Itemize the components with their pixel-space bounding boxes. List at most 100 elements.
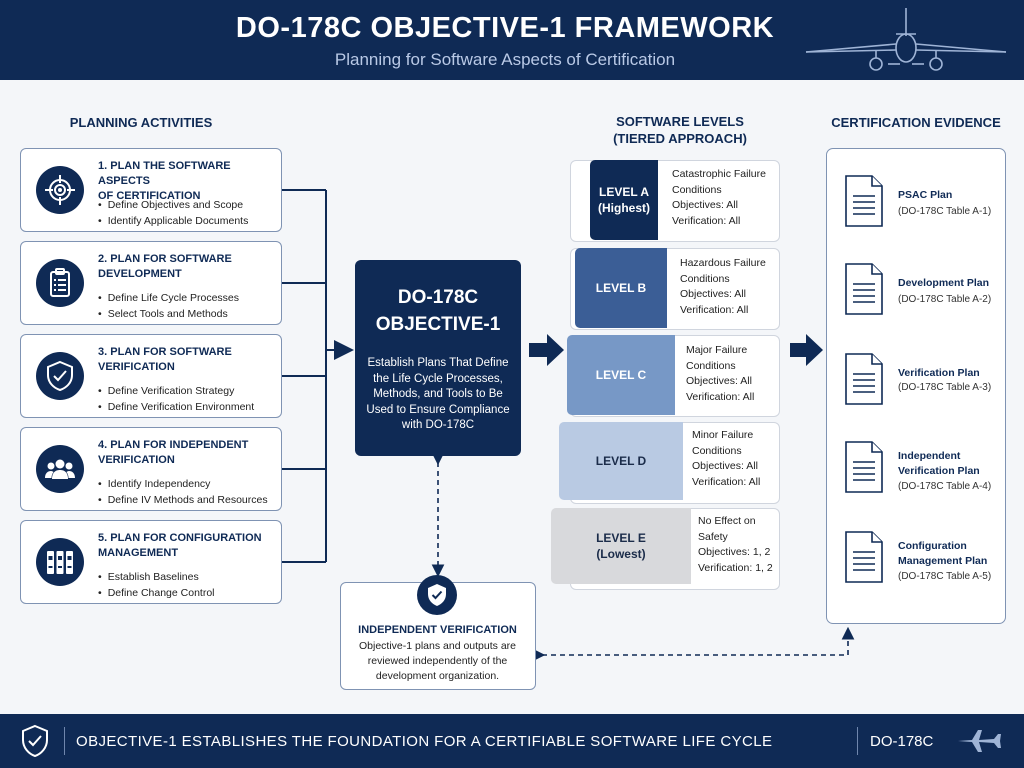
planning-section-title: PLANNING ACTIVITIES: [69, 115, 213, 130]
target-icon: [45, 175, 75, 205]
activity-title-line2: VERIFICATION: [98, 454, 175, 466]
activity-title-line1: 4. PLAN FOR INDEPENDENT: [98, 439, 249, 451]
objective-title-line2: OBJECTIVE-1: [375, 314, 501, 335]
objective-description: Establish Plans That Define the Life Cyc…: [366, 357, 510, 431]
level-condition: Conditions: [692, 444, 742, 457]
evidence-ref: (DO-178C Table A-1): [898, 206, 992, 217]
level-name: LEVEL C: [595, 368, 647, 382]
level-condition: Safety: [698, 530, 728, 543]
level-objectives: Objectives: 1, 2: [698, 546, 771, 558]
levels-title-line2: (TIERED APPROACH): [613, 131, 747, 146]
activity-title-line2: DEVELOPMENT: [98, 268, 182, 280]
activity-title-line1: 2. PLAN FOR SOFTWARE: [98, 253, 232, 265]
footer-text: OBJECTIVE-1 ESTABLISHES THE FOUNDATION F…: [76, 733, 773, 750]
evidence-name-line1: Configuration: [898, 540, 967, 552]
people-icon: [45, 459, 75, 479]
activity-card-1: 1. PLAN THE SOFTWARE ASPECTS OF CERTIFIC…: [20, 148, 282, 232]
evidence-section-title: CERTIFICATION EVIDENCE: [831, 115, 1001, 130]
level-a-tab: LEVEL A (Highest): [590, 160, 658, 240]
level-condition: Conditions: [672, 183, 722, 196]
independent-verification-icon-circle: [417, 575, 457, 615]
activity-bullet: Define Verification Strategy: [98, 383, 254, 399]
level-verification: Verification: All: [680, 303, 749, 316]
level-objectives: Objectives: All: [686, 375, 752, 387]
level-name: LEVEL D: [595, 454, 647, 468]
document-icon: [845, 353, 883, 405]
level-name: LEVEL B: [595, 281, 647, 295]
activity-bullet: Define IV Methods and Resources: [98, 492, 268, 508]
evidence-name-line1: Independent: [898, 450, 961, 462]
level-b-tab: LEVEL B: [575, 248, 667, 328]
level-condition: Conditions: [686, 359, 736, 372]
evidence-item-development: Development Plan (DO-178C Table A-2): [844, 262, 1004, 322]
evidence-name-line1: Development Plan: [898, 277, 990, 289]
document-icon: [845, 441, 883, 493]
airplane-front-icon: [805, 8, 1007, 71]
level-condition: Conditions: [680, 272, 730, 285]
page-title: DO-178C OBJECTIVE-1 FRAMEWORK: [235, 12, 775, 44]
evidence-name-line1: PSAC Plan: [898, 189, 953, 201]
binders-icon: [47, 551, 73, 574]
evidence-ref: (DO-178C Table A-2): [898, 294, 992, 305]
independent-verification-title: INDEPENDENT VERIFICATION: [358, 624, 517, 636]
objective-1-box: DO-178C OBJECTIVE-1 Establish Plans That…: [355, 260, 521, 456]
evidence-item-psac: PSAC Plan (DO-178C Table A-1): [844, 174, 1004, 234]
footer-badge: DO-178C: [870, 733, 934, 750]
level-a-details: Catastrophic Failure Conditions Objectiv…: [672, 167, 766, 229]
footer-divider: [64, 727, 65, 755]
objective-title: DO-178C OBJECTIVE-1: [355, 284, 521, 338]
shield-check-icon: [428, 584, 446, 606]
activity-card-5: 5. PLAN FOR CONFIGURATION MANAGEMENT Est…: [20, 520, 282, 604]
activity-title: 4. PLAN FOR INDEPENDENT VERIFICATION: [98, 438, 276, 468]
level-d-tab: LEVEL D: [559, 422, 683, 500]
activity-bullet: Define Objectives and Scope: [98, 197, 248, 213]
activity-title-line1: 1. PLAN THE SOFTWARE ASPECTS: [98, 160, 231, 187]
level-objectives: Objectives: All: [680, 288, 746, 300]
level-name: LEVEL A: [598, 185, 649, 199]
footer-banner: OBJECTIVE-1 ESTABLISHES THE FOUNDATION F…: [0, 714, 1024, 768]
activity-title-line2: MANAGEMENT: [98, 547, 179, 559]
airplane-icon: [958, 730, 1001, 752]
shield-check-icon: [47, 360, 73, 392]
evidence-name: PSAC Plan: [898, 188, 1004, 203]
document-icon: [845, 263, 883, 315]
activity-bullet: Identify Applicable Documents: [98, 213, 249, 229]
evidence-ref: (DO-178C Table A-3): [898, 382, 992, 393]
activity-card-3: 3. PLAN FOR SOFTWARE VERIFICATION Define…: [20, 334, 282, 418]
level-sub: (Highest): [598, 201, 650, 215]
level-verification: Verification: All: [686, 390, 755, 403]
level-c-tab: LEVEL C: [567, 335, 675, 415]
evidence-ref: (DO-178C Table A-4): [898, 481, 992, 492]
levels-title-line1: SOFTWARE LEVELS: [616, 114, 744, 129]
footer-divider: [857, 727, 858, 755]
activity-bullets: Establish Baselines Define Change Contro…: [98, 569, 215, 601]
level-condition: Catastrophic Failure: [672, 168, 766, 180]
activity-title: 5. PLAN FOR CONFIGURATION MANAGEMENT: [98, 531, 276, 561]
level-verification: Verification: All: [672, 214, 741, 227]
activity-title: 2. PLAN FOR SOFTWARE DEVELOPMENT: [98, 252, 276, 282]
level-condition: No Effect on: [698, 515, 756, 527]
activity-icon-circle: [36, 166, 84, 214]
activity-bullet: Define Verification Environment: [98, 399, 255, 415]
activity-title-line1: 3. PLAN FOR SOFTWARE: [98, 346, 232, 358]
level-e-tab: LEVEL E(Lowest): [551, 508, 691, 584]
level-c-details: Major Failure Conditions Objectives: All…: [686, 343, 754, 405]
level-verification: Verification: All: [692, 475, 761, 488]
evidence-name-line1: Verification Plan: [898, 367, 980, 379]
activity-card-4: 4. PLAN FOR INDEPENDENT VERIFICATION Ide…: [20, 427, 282, 511]
page-subtitle: Planning for Software Aspects of Certifi…: [334, 50, 676, 69]
level-e-details: No Effect on Safety Objectives: 1, 2 Ver…: [698, 514, 773, 576]
level-objectives: Objectives: All: [672, 199, 738, 211]
activity-title: 3. PLAN FOR SOFTWARE VERIFICATION: [98, 345, 276, 375]
activity-bullet: Identify Independency: [98, 476, 268, 492]
evidence-item-verification: Verification Plan (DO-178C Table A-3): [844, 352, 1004, 412]
level-condition: Hazardous Failure: [680, 257, 766, 269]
activity-icon-circle: [36, 445, 84, 493]
level-d-details: Minor Failure Conditions Objectives: All…: [692, 428, 760, 490]
level-objectives: Objectives: All: [692, 460, 758, 472]
